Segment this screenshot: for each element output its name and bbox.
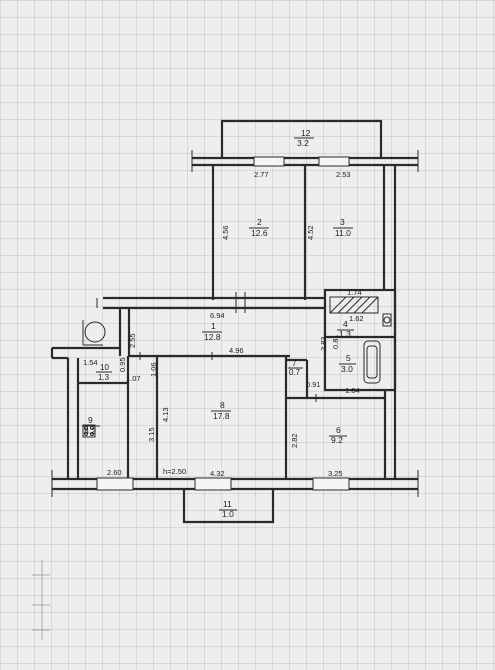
dimension: 4.96 [229,346,244,355]
dimension: 2.83 [319,336,328,351]
dimension: 2.55 [128,333,137,348]
dimension: 3.25 [328,469,343,478]
room-area: 17.8 [213,411,230,421]
balcony-11 [182,489,275,524]
room-area: 12.8 [204,332,221,342]
pantry-and-bedroom-walls [286,358,387,480]
room-number: 7 [292,359,297,368]
dimension: 2.53 [336,170,351,179]
room-area: 1.3 [98,373,110,382]
hatch [329,296,379,314]
ventilation-shaft-icon [84,321,106,343]
window [312,477,350,491]
room-number: 5 [346,353,351,363]
margin-marks [32,560,50,640]
dimension: 2.60 [107,468,122,477]
dimension: 1.54 [83,358,98,367]
kitchen-walls [50,308,131,480]
room-labels: 12 3.2 2 12.6 3 11.0 1 12.8 4 1.3 5 3.0 … [82,128,356,519]
dimension: 4.52 [306,225,315,240]
dimension: 3.15 [147,427,156,442]
room-number: 4 [343,319,348,329]
room-number: 2 [257,217,262,227]
room-area: 11.0 [335,228,351,238]
room-area: 1.0 [222,509,234,519]
dimension-labels: 2.77 2.53 4.56 4.52 1.74 1.62 6.94 2.55 … [83,170,364,478]
living-room-walls [128,352,290,480]
room-number: 8 [220,400,225,410]
loggia-12 [220,119,383,158]
dimension: 1.74 [347,288,362,297]
dimension: h=2.50 [163,467,186,476]
dimension: 0.95 [118,357,127,372]
room-number: 6 [336,425,341,435]
room-area: 1.3 [339,329,351,339]
room-number: 11 [223,499,232,509]
dimension: 2.77 [254,170,269,179]
room-area: 8.2 [84,426,96,436]
room-area: 3.0 [341,364,353,374]
toilet [383,316,391,324]
dimension: 1.64 [345,386,360,395]
room-number: 1 [211,321,216,331]
dimension: 4.13 [161,407,170,422]
room-number: 3 [340,217,345,227]
bathtub [363,340,381,384]
window [253,156,285,167]
window [194,477,232,491]
upper-exterior-wall [191,150,419,172]
window [318,156,350,167]
bathroom-block [323,288,397,392]
dimension: 1.06 [149,362,158,377]
dimension: 0.81 [331,334,340,349]
dimension: 1.07 [126,374,141,383]
dimension: 1.62 [349,314,364,323]
bedroom-walls [211,165,397,480]
room-area: 12.6 [251,228,268,238]
room-area: 9.2 [331,435,343,445]
lower-exterior-wall [51,470,419,497]
room-number: 12 [301,128,311,138]
corridor-walls [96,292,325,313]
dimension: 4.32 [210,469,225,478]
room-number: 9 [88,415,93,425]
dimension: 6.94 [210,311,225,320]
dimension: 0.91 [306,380,321,389]
room-number: 10 [100,363,109,372]
dimension: 4.56 [221,225,230,240]
room-area: 3.2 [297,138,309,148]
dimension: 2.82 [290,433,299,448]
stove-icon [82,424,96,438]
room-area: 0.7 [289,368,301,377]
window [96,477,134,491]
